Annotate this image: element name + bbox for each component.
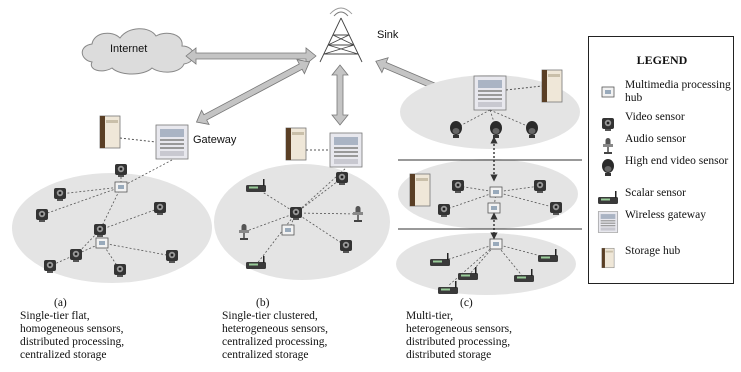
gateway-label: Gateway xyxy=(193,134,237,146)
caption-b-line: centralized storage xyxy=(222,349,309,361)
caption-b-line: Single-tier clustered, xyxy=(222,310,318,322)
cluster-b-network xyxy=(239,127,363,269)
cluster-c-network xyxy=(409,69,563,294)
legend: LEGEND Multimedia processing hub Video s… xyxy=(588,36,734,284)
legend-item-label: Scalar sensor xyxy=(625,187,686,199)
legend-item-label: Multimedia processing hub xyxy=(625,79,731,104)
legend-item: High end video sensor xyxy=(597,155,731,189)
multimedia-hub-icon xyxy=(601,86,615,98)
wireless-gateway-icon xyxy=(329,132,363,168)
caption-b-line: heterogeneous sensors, xyxy=(222,323,329,335)
video-sensor-icon xyxy=(602,118,614,131)
multimedia-hub-icon xyxy=(489,238,503,250)
legend-item-label: High end video sensor xyxy=(625,155,729,167)
internet-label: Internet xyxy=(110,43,147,55)
caption-c-tag: (c) xyxy=(460,297,473,309)
caption-c-line: heterogeneous sensors, xyxy=(406,323,513,335)
wireless-gateway-icon xyxy=(597,211,619,233)
multimedia-hub-icon xyxy=(487,202,501,214)
multimedia-hub-icon xyxy=(95,237,109,249)
caption-c-line: Multi-tier, xyxy=(406,310,454,322)
internet-cloud: Internet xyxy=(81,28,194,75)
caption-a-line: homogeneous sensors, xyxy=(20,323,124,335)
legend-item-label: Video sensor xyxy=(625,111,685,123)
legend-item-label: Wireless gateway xyxy=(625,209,706,221)
legend-item: Wireless gateway xyxy=(597,209,731,243)
multimedia-hub-icon xyxy=(114,181,128,193)
legend-title: LEGEND xyxy=(636,53,688,67)
cluster-a xyxy=(12,173,212,283)
storage-hub-icon xyxy=(601,247,615,269)
legend-item-label: Storage hub xyxy=(625,245,681,257)
wireless-gateway-icon xyxy=(155,124,189,160)
tier-bottom xyxy=(396,233,576,295)
legend-item: Audio sensor xyxy=(597,133,731,167)
sink-label: Sink xyxy=(377,29,399,41)
legend-item: Scalar sensor xyxy=(597,187,731,221)
multimedia-hub-icon xyxy=(489,186,503,198)
sink-tower xyxy=(319,7,363,63)
high-end-video-sensor-icon xyxy=(602,159,614,176)
caption-c-line: distributed storage xyxy=(406,349,492,361)
caption-a-line: centralized storage xyxy=(20,349,107,361)
caption-a-tag: (a) xyxy=(54,297,67,309)
scalar-sensor-icon xyxy=(598,191,618,204)
wireless-gateway-icon xyxy=(473,75,507,111)
caption-c: (c) Multi-tier, heterogeneous sensors, d… xyxy=(406,297,512,362)
legend-item-label: Audio sensor xyxy=(625,133,687,145)
caption-b-tag: (b) xyxy=(256,297,270,309)
caption-c-line: distributed processing, xyxy=(406,336,511,348)
caption-b-line: centralized processing, xyxy=(222,336,328,348)
storage-hub-icon xyxy=(99,115,121,149)
caption-a-line: Single-tier flat, xyxy=(20,310,90,322)
caption-a: (a) Single-tier flat, homogeneous sensor… xyxy=(20,297,124,362)
storage-hub-icon xyxy=(409,173,431,207)
legend-item: Storage hub xyxy=(597,245,731,279)
caption-b: (b) Single-tier clustered, heterogeneous… xyxy=(222,297,328,362)
storage-hub-icon xyxy=(285,127,307,161)
audio-sensor-icon xyxy=(603,138,613,154)
caption-a-line: distributed processing, xyxy=(20,336,125,348)
legend-item: Multimedia processing hub xyxy=(597,79,731,113)
legend-item: Video sensor xyxy=(597,111,731,145)
multimedia-hub-icon xyxy=(281,224,295,236)
cluster-b xyxy=(214,164,390,280)
cluster-a-network xyxy=(36,115,189,277)
storage-hub-icon xyxy=(541,69,563,103)
